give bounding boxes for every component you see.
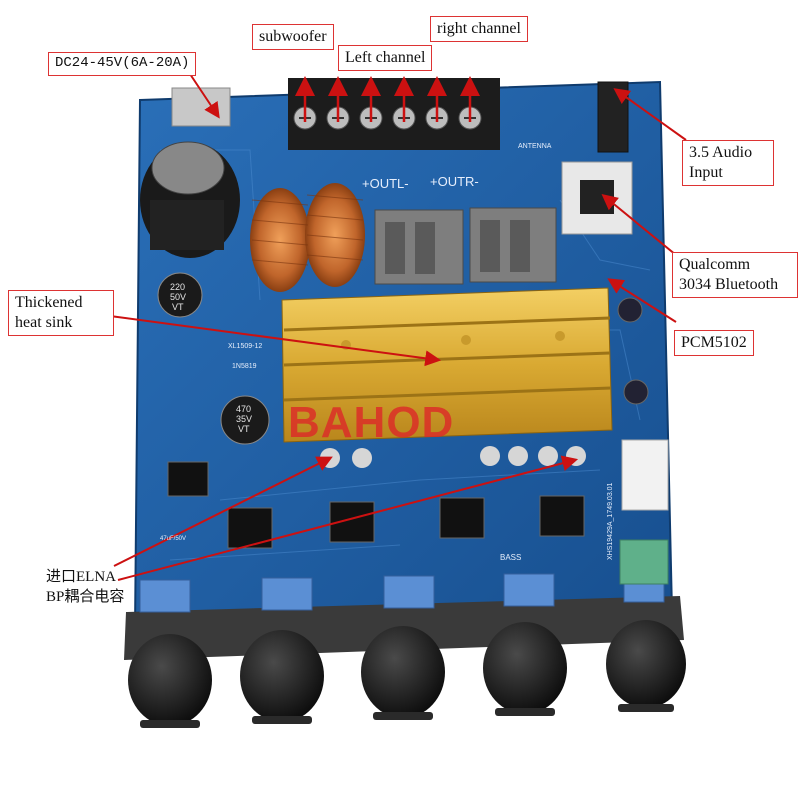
small-cap-label: 47uF/50V [160, 536, 186, 542]
cap-220-voltage: 50V [170, 292, 186, 302]
diode-label: 1N5819 [232, 363, 257, 370]
power-connector [171, 87, 231, 127]
audio-input-line2: Input [689, 164, 723, 181]
capacitor-callout: 进口ELNA BP耦合电容 [46, 568, 124, 607]
outr-label: +OUTR- [430, 174, 479, 189]
cap-470-series: VT [238, 424, 250, 434]
left-channel-callout: Left channel [338, 45, 433, 71]
model-label: XHS19429A_1749.03.01 [607, 482, 614, 560]
input-selector-block [619, 539, 669, 585]
right-channel-callout: right channel [430, 16, 528, 42]
heatsink-callout: Thickened heat sink [8, 290, 114, 336]
outl-label: +OUTL- [362, 176, 409, 191]
bluetooth-line2: 3034 Bluetooth [679, 276, 779, 293]
bluetooth-line1: Qualcomm [679, 256, 751, 273]
brand-watermark: BAHOD [288, 398, 455, 447]
bass-label: BASS [500, 553, 521, 562]
capacitor-line2: BP耦合电容 [46, 588, 125, 605]
power-callout: DC24-45V(6A-20A) [48, 52, 197, 76]
heatsink-line1: Thickened [15, 294, 83, 311]
cap-220-series: VT [172, 302, 184, 312]
cap-470-value: 470 [236, 404, 251, 414]
bluetooth-callout: Qualcomm 3034 Bluetooth [672, 252, 798, 298]
inductor-coils [250, 183, 365, 292]
cap-220-value: 220 [170, 282, 185, 292]
audio-input-line1: 3.5 Audio [689, 144, 753, 161]
dac-callout: PCM5102 [674, 330, 754, 356]
heatsink-line2: heat sink [15, 314, 73, 331]
audio-input-callout: 3.5 Audio Input [682, 140, 774, 186]
audio-jack [597, 81, 629, 153]
control-knobs [128, 620, 686, 728]
regulator-label: XL1509-12 [228, 343, 262, 350]
bluetooth-module [561, 161, 633, 235]
subwoofer-callout: subwoofer [252, 24, 334, 50]
speaker-terminal-block [288, 78, 500, 150]
heat-sink [281, 287, 613, 443]
capacitor-line1: 进口ELNA [46, 569, 116, 585]
antenna-label: ANTENNA [518, 143, 552, 150]
cap-470-voltage: 35V [236, 414, 252, 424]
